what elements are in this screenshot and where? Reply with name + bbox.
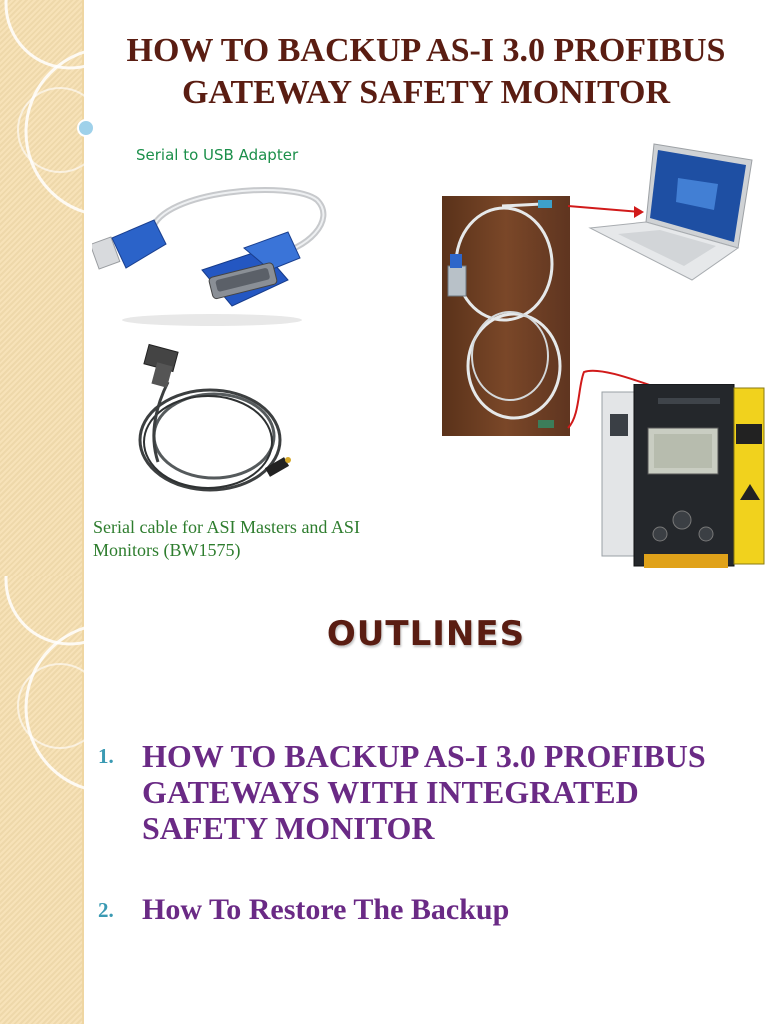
decorative-side-band [0, 0, 82, 576]
side-band-edge [82, 576, 84, 1024]
outline-list: 1. HOW TO BACKUP AS-I 3.0 PROFIBUS GATEW… [98, 738, 738, 928]
slide-title: HOW TO BACKUP AS-I 3.0 PROFIBUS GATEWAY … [84, 30, 768, 114]
outline-item-text: HOW TO BACKUP AS-I 3.0 PROFIBUS GATEWAYS… [142, 738, 706, 846]
coiled-cable-photo [442, 196, 570, 436]
usb-adapter-caption: Serial to USB Adapter [136, 146, 299, 164]
usb-serial-adapter-image [92, 187, 327, 326]
decorative-side-band [0, 576, 82, 1024]
title-line-2: GATEWAY SAFETY MONITOR [181, 74, 671, 111]
outline-item: 1. HOW TO BACKUP AS-I 3.0 PROFIBUS GATEW… [98, 738, 738, 846]
decorative-circles [4, 0, 140, 218]
outline-item: 2. How To Restore The Backup [98, 892, 738, 928]
safety-monitor-device-image [601, 384, 765, 568]
outlines-title: OUTLINES [326, 614, 526, 654]
outline-item-text: How To Restore The Backup [142, 893, 510, 926]
outline-item-number: 2. [98, 898, 114, 922]
laptop-image [588, 143, 753, 281]
serial-cable-image [138, 343, 291, 492]
side-band-edge [82, 0, 84, 576]
serial-cable-caption: Serial cable for ASI Masters and ASI Mon… [93, 517, 360, 560]
slide-2: OUTLINES 1. HOW TO BACKUP AS-I 3.0 PROFI… [0, 576, 768, 1024]
outline-item-number: 1. [98, 744, 114, 768]
title-line-1: HOW TO BACKUP AS-I 3.0 PROFIBUS [126, 32, 726, 69]
decorative-circles [4, 576, 140, 794]
slide-1: HOW TO BACKUP AS-I 3.0 PROFIBUS GATEWAY … [0, 0, 768, 576]
